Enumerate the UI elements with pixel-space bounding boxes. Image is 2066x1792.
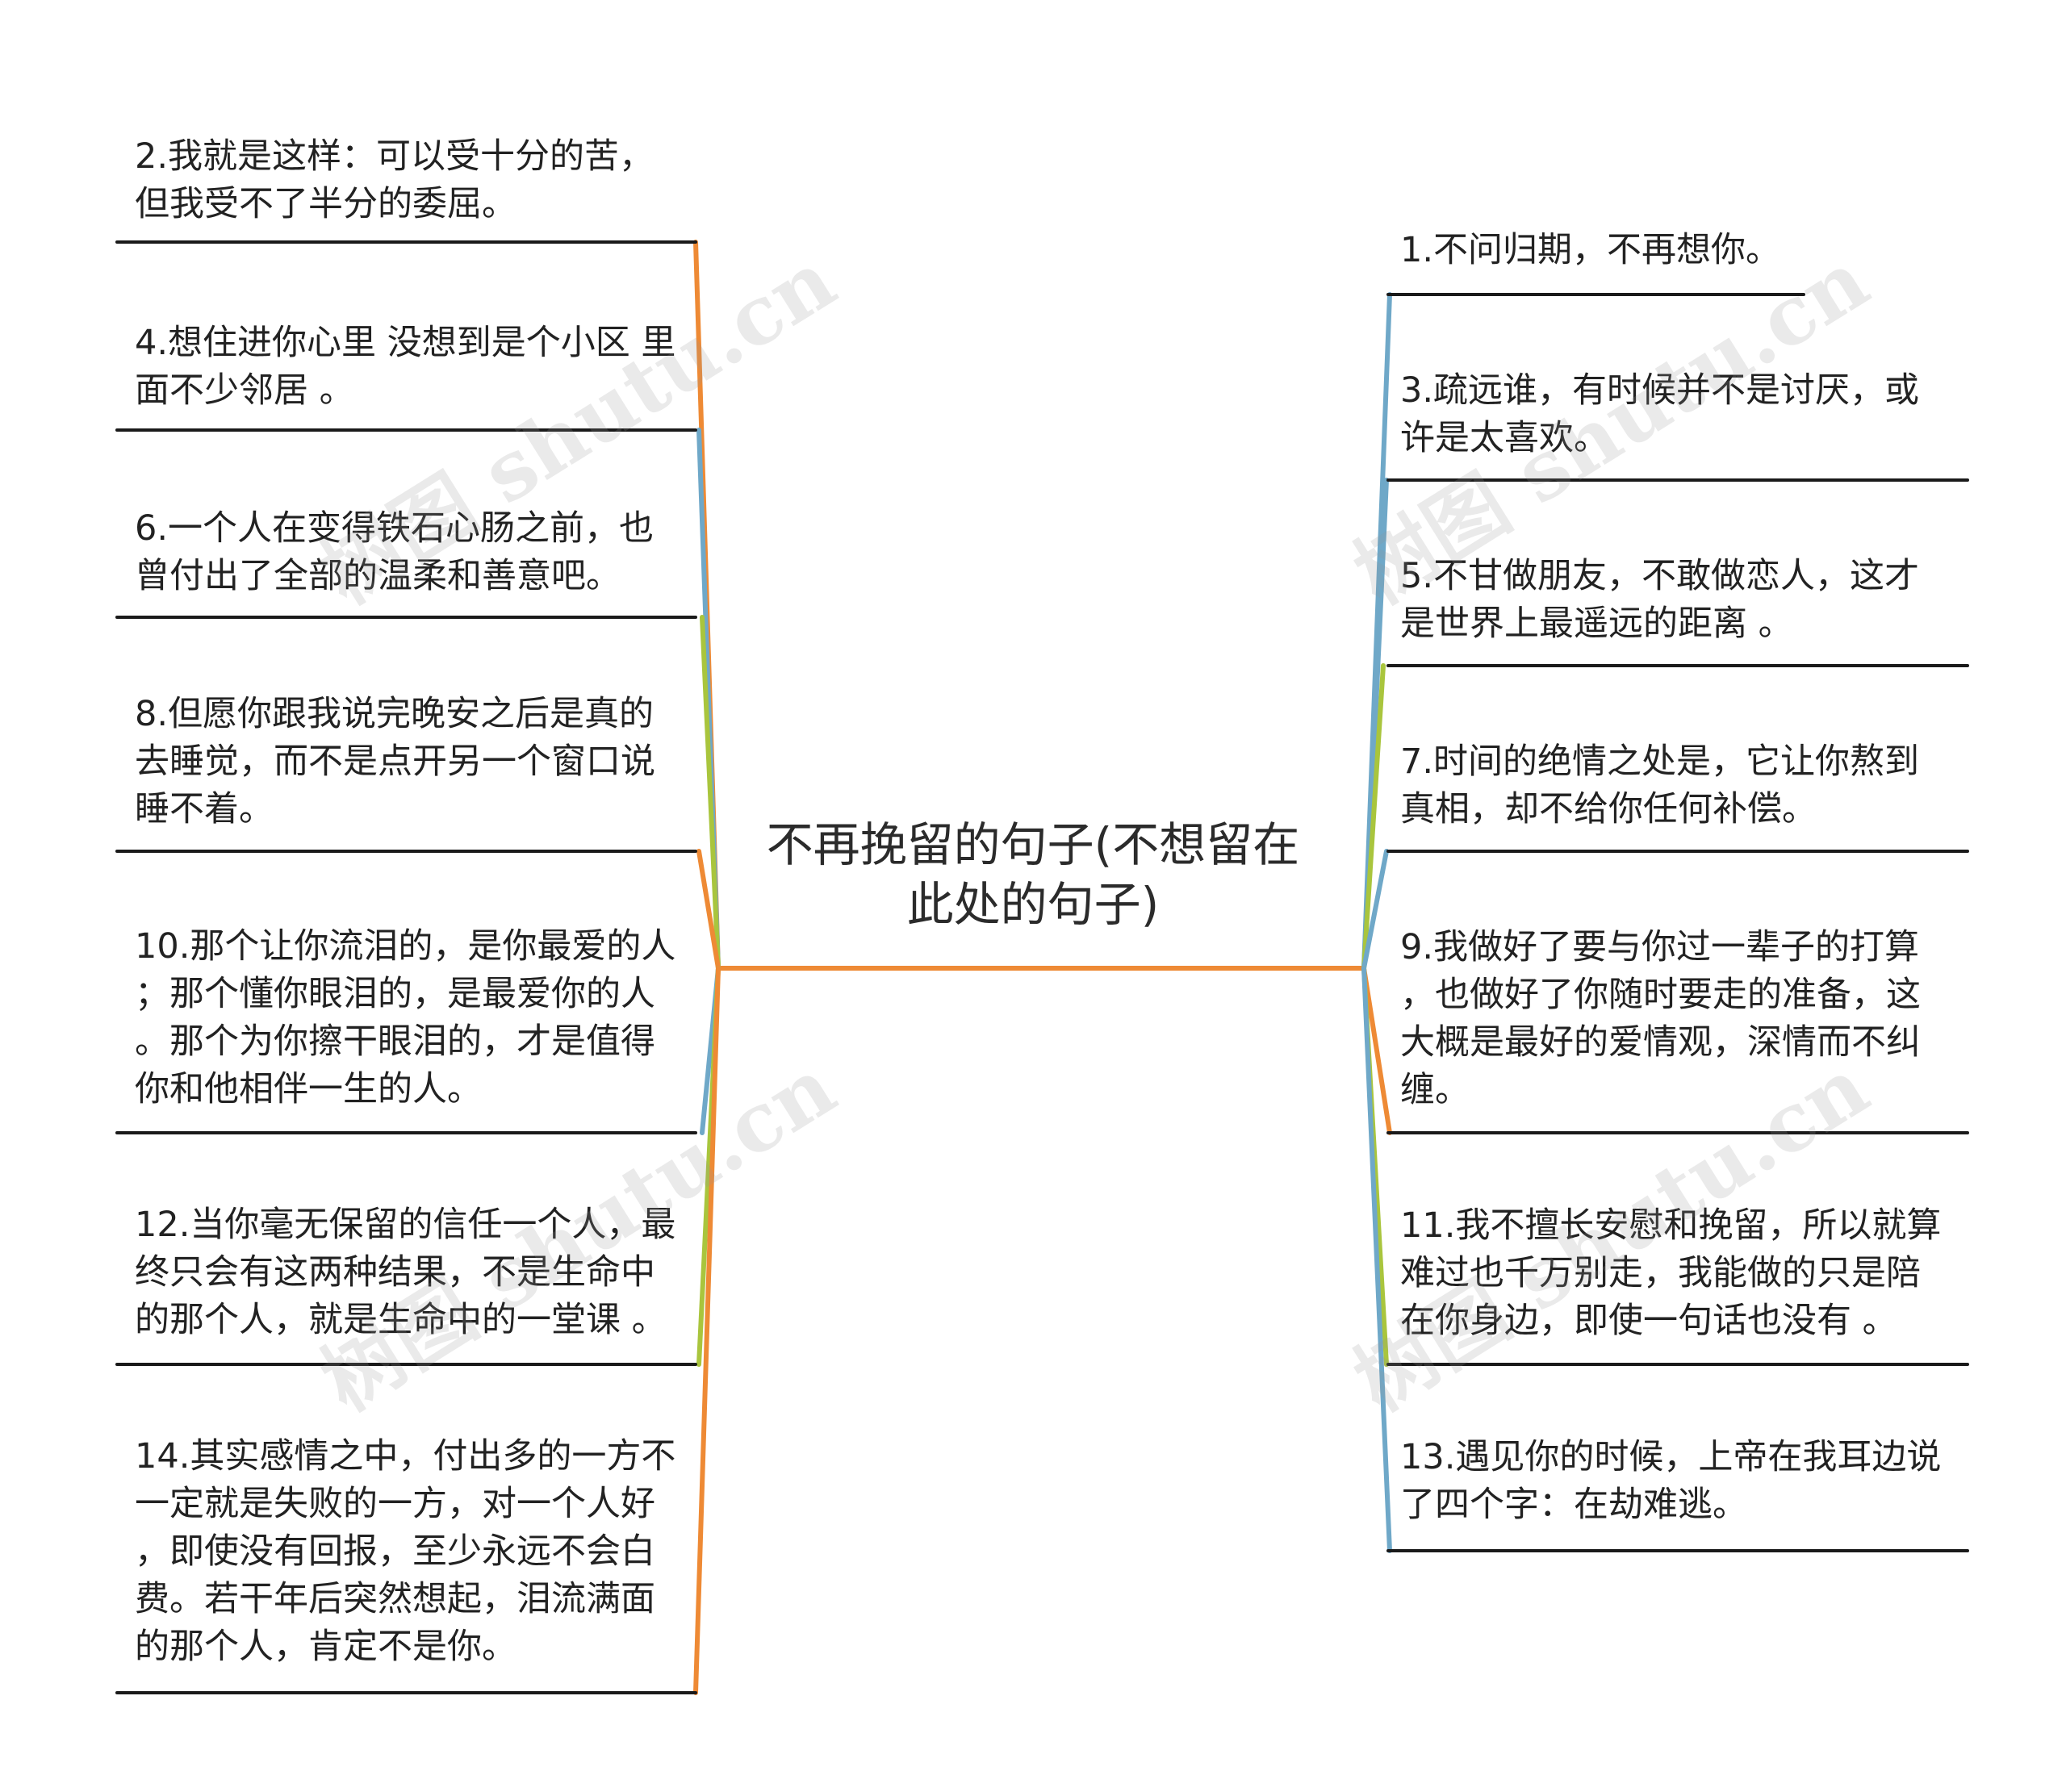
- right-node-1: 1.不问归期，不再想你。: [1400, 230, 1781, 270]
- left-connector: [696, 849, 721, 971]
- left-connector: [693, 966, 721, 1695]
- right-connector: [1361, 966, 1392, 1553]
- left-node-7: 14.其实感情之中，付出多的一方不 一定就是失败的一方，对一个人好 ，即使没有回…: [135, 1436, 676, 1667]
- left-node-4: 8.但愿你跟我说完晚安之后是真的 去睡觉，而不是点开另一个窗口说 睡不着。: [135, 694, 655, 829]
- right-node-3: 5.不甘做朋友，不敢做恋人，这才 是世界上最遥远的距离 。: [1400, 556, 1920, 644]
- left-node-5: 10.那个让你流泪的，是你最爱的人 ；那个懂你眼泪的，是最爱你的人 。那个为你擦…: [135, 926, 676, 1109]
- right-node-7: 13.遇见你的时候，上帝在我耳边说 了四个字：在劫难逃。: [1400, 1437, 1942, 1525]
- left-node-6: 12.当你毫无保留的信任一个人，最 终只会有这两种结果，不是生命中 的那个人，就…: [135, 1205, 676, 1340]
- left-node-3: 6.一个人在变得铁石心肠之前，也 曾付出了全部的温柔和善意吧。: [135, 508, 655, 596]
- left-node-1: 2.我就是这样：可以受十分的苦， 但我受不了半分的委屈。: [135, 136, 655, 224]
- left-node-2: 4.想住进你心里 没想到是个小区 里 面不少邻居 。: [135, 323, 676, 411]
- right-node-5: 9.我做好了要与你过一辈子的打算 ，也做好了你随时要走的准备，这 大概是最好的爱…: [1400, 927, 1921, 1110]
- right-node-2: 3.疏远谁，有时候并不是讨厌，或 许是太喜欢。: [1400, 370, 1920, 458]
- left-connector: [700, 615, 721, 971]
- root-topic: 不再挽留的句子(不想留在 此处的句子): [766, 817, 1300, 932]
- right-node-6: 11.我不擅长安慰和挽留，所以就算 难过也千万别走，我能做的只是陪 在你身边，即…: [1400, 1205, 1942, 1341]
- right-connector: [1361, 663, 1386, 971]
- right-connector: [1361, 966, 1392, 1135]
- right-connector: [1361, 849, 1389, 971]
- right-node-4: 7.时间的绝情之处是，它让你熬到 真相，却不给你任何补偿。: [1400, 741, 1920, 829]
